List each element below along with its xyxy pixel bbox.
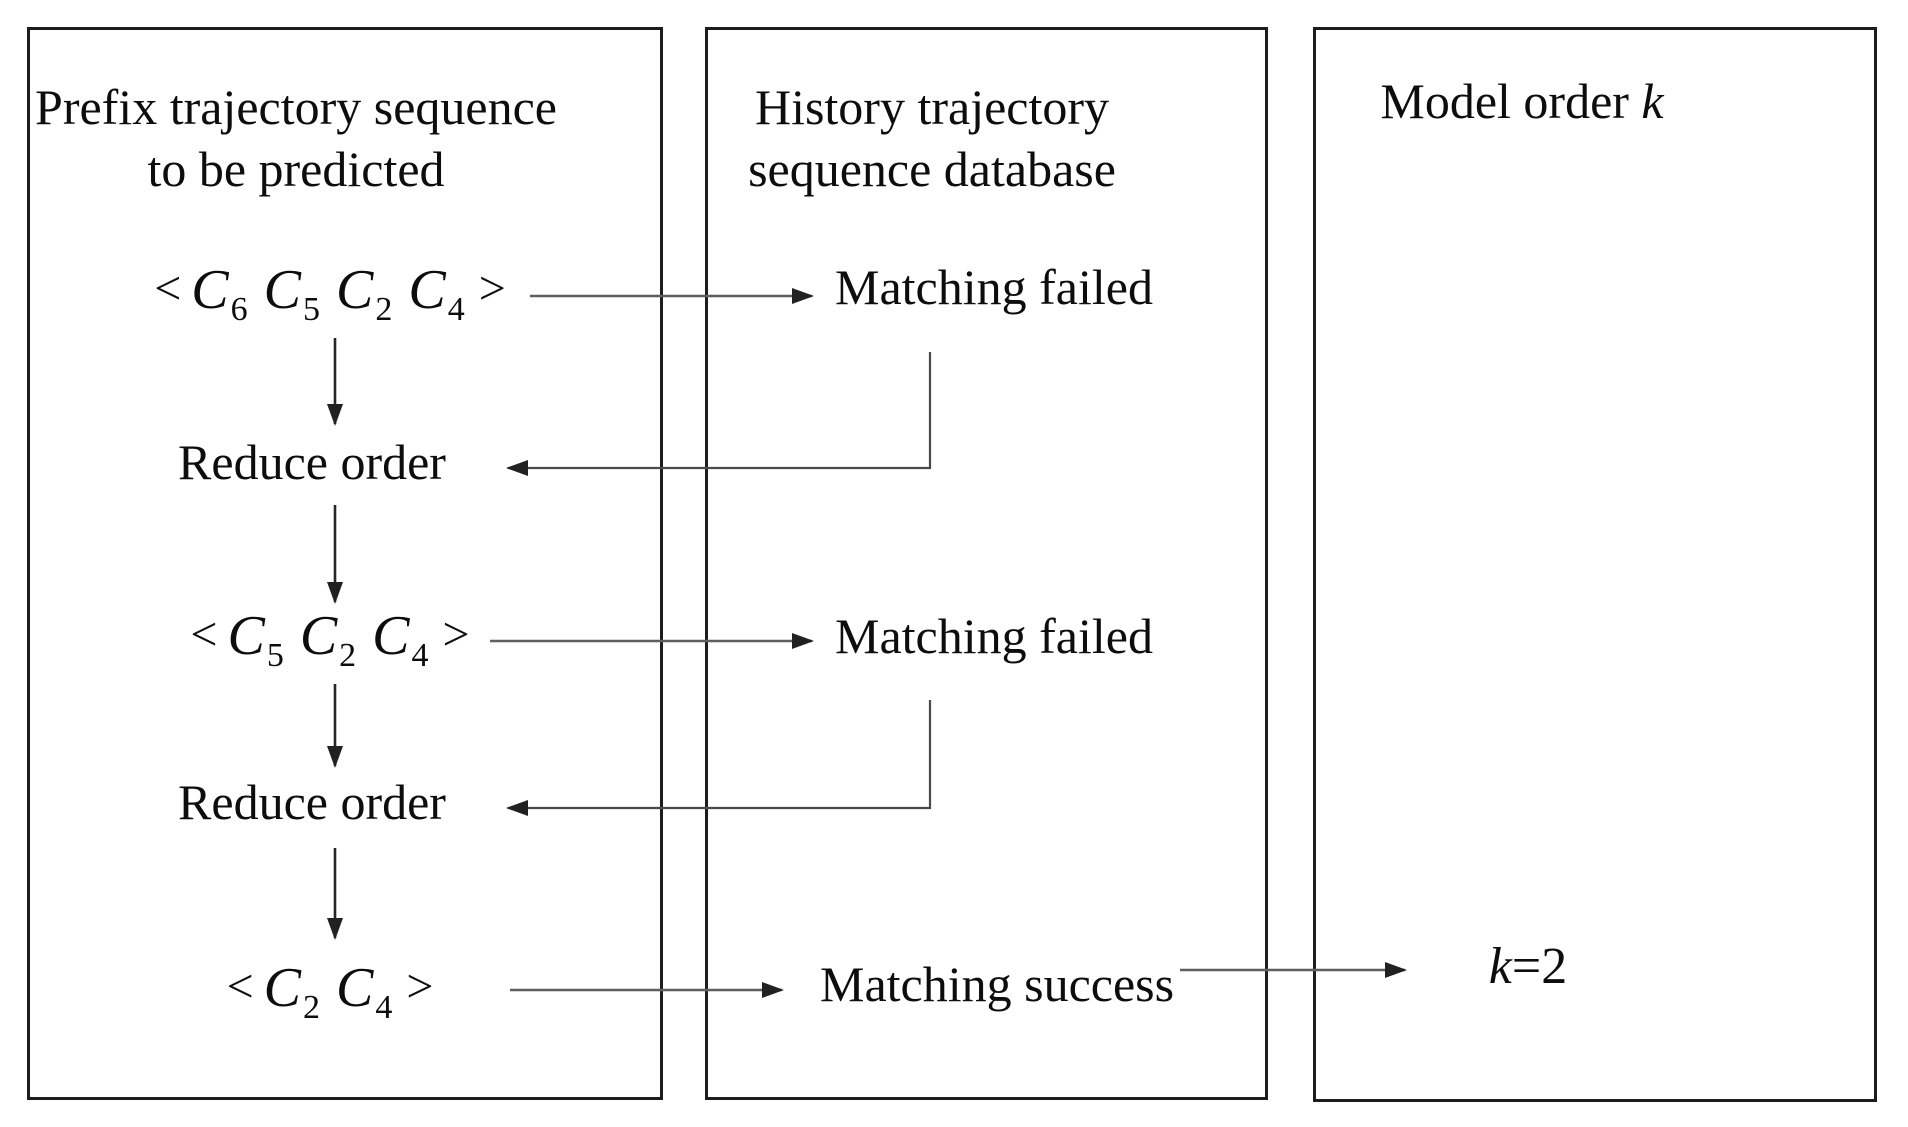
model-order-result-rest: =2: [1511, 938, 1568, 995]
reduce-order-2: Reduce order: [178, 774, 446, 830]
history-panel-title-line1: History trajectory: [754, 79, 1110, 135]
matching-success: Matching success: [820, 956, 1175, 1012]
history-panel-title: History trajectory sequence database: [748, 76, 1116, 200]
matching-failed-1: Matching failed: [835, 259, 1153, 315]
prefix-panel-title-line1: Prefix trajectory sequence: [35, 79, 557, 135]
model-order-result-var: k: [1488, 938, 1512, 995]
model-order-title-text: Model order: [1380, 73, 1642, 129]
prefix-panel-title: Prefix trajectory sequence to be predict…: [35, 76, 557, 200]
panel-model-order: [1313, 27, 1877, 1102]
panel-prefix-sequence: [27, 27, 663, 1100]
model-order-result: k=2: [1489, 941, 1567, 993]
model-order-title-var: k: [1641, 73, 1664, 129]
model-order-title: Model order k: [1380, 76, 1663, 126]
matching-failed-2: Matching failed: [835, 608, 1153, 664]
prefix-panel-title-line2: to be predicted: [147, 141, 445, 197]
reduce-order-1: Reduce order: [178, 434, 446, 490]
history-panel-title-line2: sequence database: [748, 141, 1116, 197]
panel-history-database: [705, 27, 1268, 1100]
